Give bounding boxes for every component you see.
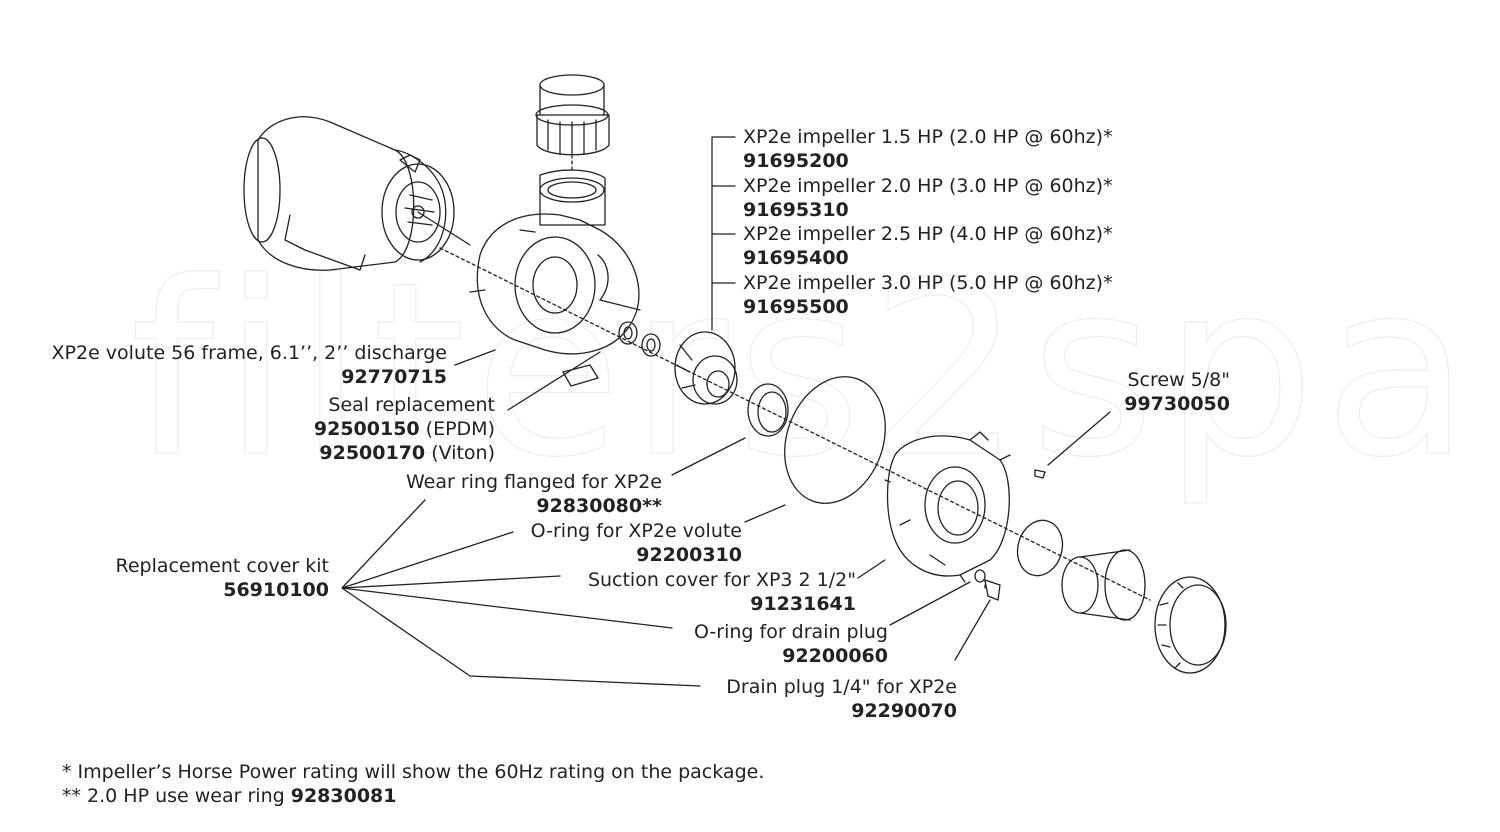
oring-suction-illustration <box>1016 519 1064 577</box>
volute-label: XP2e volute 56 frame, 6.1’’, 2’’ dischar… <box>51 342 447 388</box>
volute-leader <box>454 349 496 366</box>
impeller-4-label: XP2e impeller 3.0 HP (5.0 HP @ 60hz)* 91… <box>743 272 1113 318</box>
drain-plug-label: Drain plug 1/4" for XP2e 92290070 <box>726 676 957 722</box>
screw-leader <box>1047 411 1111 466</box>
cover-kit-fan <box>341 499 701 687</box>
cover-kit-label: Replacement cover kit 56910100 <box>115 555 329 601</box>
suction-cover-label: Suction cover for XP3 2 1/2" 91231641 <box>587 569 856 615</box>
seal-label: Seal replacement 92500150 (EPDM) 9250017… <box>313 394 495 464</box>
footnote-2: ** 2.0 HP use wear ring 92830081 <box>62 785 397 807</box>
oring-drain-label: O-ring for drain plug 92200060 <box>693 621 888 667</box>
wear-ring-illustration <box>747 383 789 437</box>
drain-plug-illustration <box>974 569 1001 601</box>
impeller-illustration <box>674 331 738 405</box>
oring-volute-illustration <box>784 376 886 504</box>
suction-cover-illustration <box>884 431 1011 583</box>
screw-illustration <box>1034 469 1046 479</box>
oring-volute-label: O-ring for XP2e volute 92200310 <box>530 520 742 566</box>
suction-leader <box>857 559 886 579</box>
impeller-bracket <box>711 136 736 331</box>
screw-label: Screw 5/8" 99730050 <box>1124 369 1230 415</box>
volute-illustration <box>469 169 641 355</box>
motor-illustration <box>243 116 471 271</box>
seal-illustration <box>562 321 661 387</box>
seal-leader <box>507 351 601 411</box>
impeller-2-label: XP2e impeller 2.0 HP (3.0 HP @ 60hz)* 91… <box>743 175 1113 221</box>
drain-plug-leader <box>954 599 991 661</box>
wear-ring-leader <box>671 437 746 476</box>
impeller-3-label: XP2e impeller 2.5 HP (4.0 HP @ 60hz)* 91… <box>743 223 1113 269</box>
suction-pipe-illustration <box>1061 549 1146 621</box>
footnote-1: * Impeller’s Horse Power rating will sho… <box>62 761 765 783</box>
oring-drain-leader <box>889 581 971 626</box>
oring-volute-leader <box>744 504 786 523</box>
watermark: filters2spa <box>129 230 1479 510</box>
impeller-1-label: XP2e impeller 1.5 HP (2.0 HP @ 60hz)* 91… <box>743 126 1113 172</box>
union-top-illustration <box>535 74 610 156</box>
union-nut-illustration <box>1154 576 1227 674</box>
wear-ring-label: Wear ring flanged for XP2e 92830080** <box>405 471 662 517</box>
